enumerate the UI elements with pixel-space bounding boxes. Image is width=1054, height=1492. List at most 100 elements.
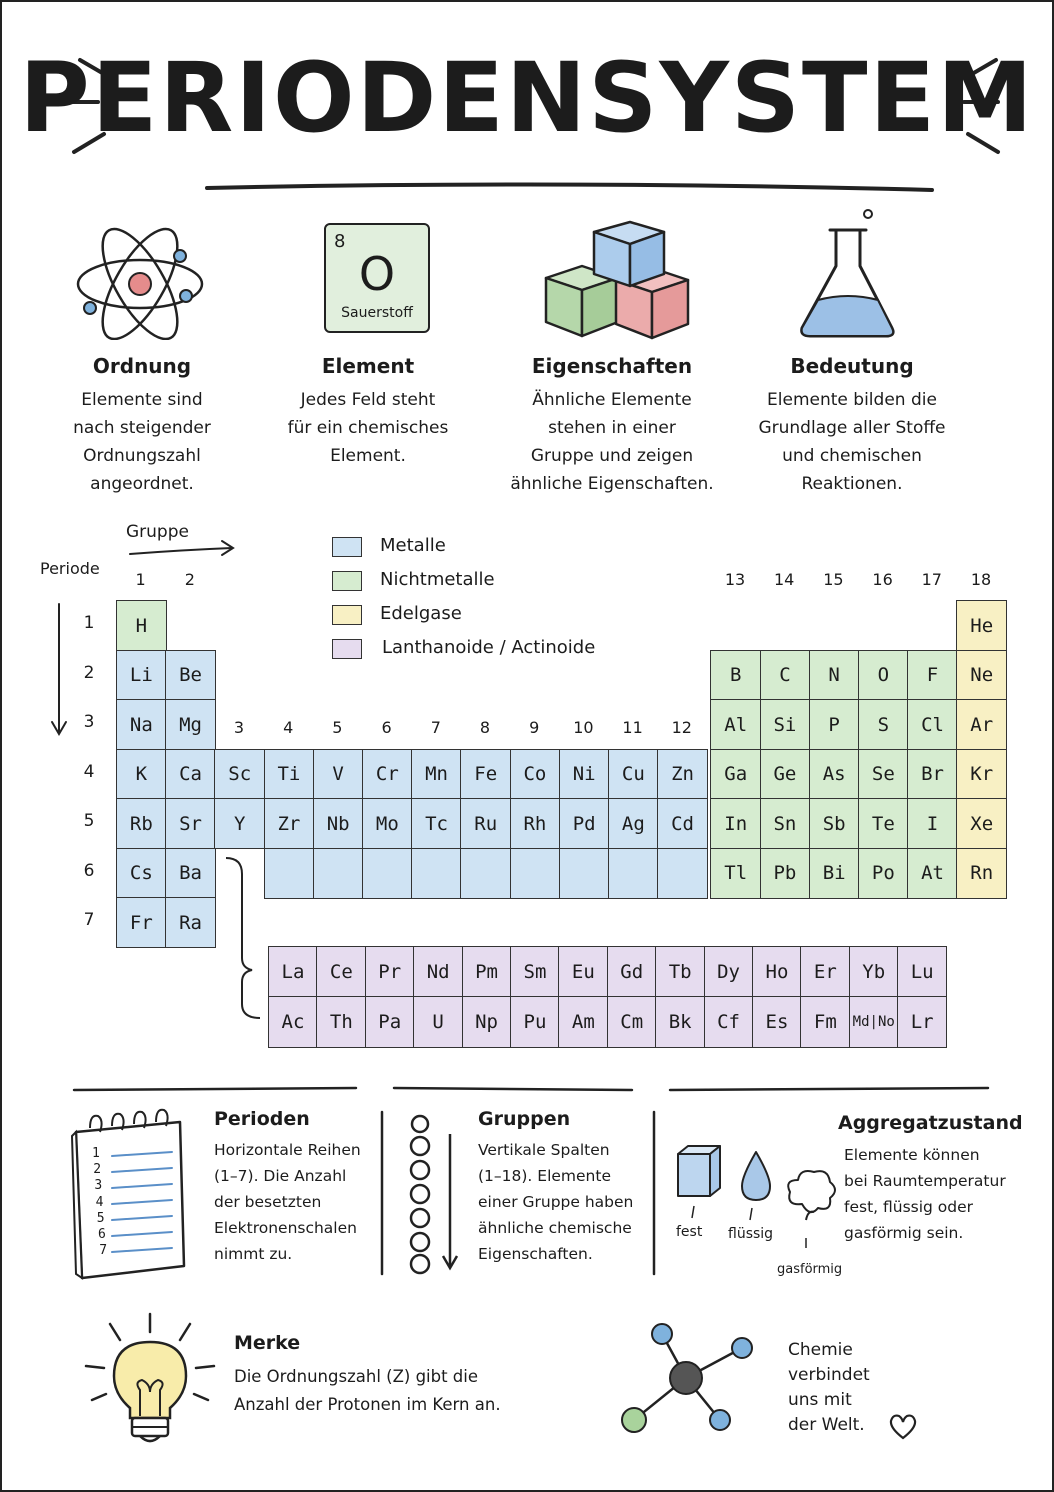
element-cell-sb: Sb bbox=[808, 798, 860, 849]
feature-text-element: Jedes Feld steht für ein chemisches Elem… bbox=[287, 390, 449, 466]
element-cell-n: N bbox=[808, 649, 860, 701]
element-cell-ga: Ga bbox=[710, 748, 762, 800]
legend-label-noble-gases: Edelgase bbox=[380, 603, 462, 624]
group-number: 4 bbox=[283, 718, 294, 737]
element-cell-fe: Fe bbox=[460, 748, 512, 800]
period-number: 2 bbox=[83, 662, 95, 683]
heart-icon bbox=[889, 1414, 917, 1440]
group-number: 14 bbox=[774, 570, 795, 589]
title-decoration bbox=[64, 58, 1000, 192]
element-cell-ru: Ru bbox=[460, 798, 512, 849]
element-cell-ti: Ti bbox=[263, 748, 315, 800]
element-cell-pu: Pu bbox=[510, 996, 560, 1048]
merke-text: Die Ordnungszahl (Z) gibt die Anzahl der… bbox=[234, 1367, 501, 1414]
notebook-number: 3 bbox=[94, 1178, 103, 1194]
element-cell-c: C bbox=[759, 649, 811, 701]
feature-text-ordnung: Elemente sind nach steigender Ordnungsza… bbox=[73, 390, 211, 494]
element-cell-nd: Nd bbox=[413, 946, 464, 998]
element-cell-th: Th bbox=[316, 996, 367, 1048]
column-chain-icon bbox=[409, 1114, 459, 1275]
element-cell-pr: Pr bbox=[364, 946, 415, 998]
element-cell-pm: Pm bbox=[461, 946, 512, 998]
state-liquid-label: flüssig bbox=[728, 1226, 774, 1242]
legend-label-nonmetals: Nichtmetalle bbox=[380, 569, 495, 590]
state-solid-label: fest bbox=[676, 1224, 703, 1240]
element-cell-as: As bbox=[808, 748, 860, 800]
element-cell-k: K bbox=[116, 748, 167, 800]
group-number: 9 bbox=[529, 718, 540, 737]
period-axis-label: Periode bbox=[40, 559, 100, 578]
lanthanide-bracket bbox=[225, 857, 261, 1019]
element-cell-ni: Ni bbox=[558, 748, 610, 800]
element-cell-gd: Gd bbox=[606, 946, 657, 998]
element-cell-po: Po bbox=[858, 847, 909, 899]
group-number: 10 bbox=[573, 718, 594, 737]
element-cell-ge: Ge bbox=[759, 748, 811, 800]
element-cell-np: Np bbox=[461, 996, 512, 1048]
period-number: 3 bbox=[83, 712, 95, 732]
element-cell-fm: Fm bbox=[800, 996, 851, 1048]
element-cell-sn: Sn bbox=[759, 798, 811, 849]
period-number: 1 bbox=[83, 613, 95, 633]
element-cell-pb: Pb bbox=[759, 847, 811, 899]
element-cell-la: La bbox=[268, 946, 318, 998]
group-number: 16 bbox=[872, 570, 893, 589]
perioden-text: Horizontale Reihen (1–7). Die Anzahl der… bbox=[214, 1141, 361, 1263]
group-number: 18 bbox=[970, 570, 992, 589]
element-cell-pd: Pd bbox=[558, 798, 610, 849]
element-cell-ac: Ac bbox=[268, 996, 318, 1048]
gruppen-heading: Gruppen bbox=[478, 1108, 571, 1130]
state-gas-label: gasförmig bbox=[777, 1262, 843, 1277]
element-cell-in: In bbox=[710, 798, 762, 849]
element-cell-sr: Sr bbox=[165, 798, 216, 849]
element-cell-es: Es bbox=[752, 996, 802, 1048]
legend-swatch-lanthanides bbox=[332, 639, 362, 659]
legend-swatch-noble-gases bbox=[332, 605, 362, 625]
element-cell-zn: Zn bbox=[657, 748, 708, 800]
element-cell-be: Be bbox=[165, 649, 216, 701]
feature-heading-element: Element bbox=[321, 354, 415, 378]
element-cell-zr: Zr bbox=[263, 798, 315, 849]
molecule-icon bbox=[621, 1323, 753, 1433]
element-cell-at: At bbox=[907, 847, 958, 899]
element-cell-mn: Mn bbox=[411, 748, 462, 800]
group-axis-label: Gruppe bbox=[126, 522, 189, 542]
element-cell-am: Am bbox=[558, 996, 609, 1048]
element-cell-ra: Ra bbox=[165, 897, 216, 948]
notebook-number: 1 bbox=[92, 1146, 100, 1161]
element-cell-tc: Tc bbox=[411, 798, 462, 849]
element-tile-number: 8 bbox=[334, 231, 346, 252]
element-cell-sc: Sc bbox=[214, 748, 266, 800]
element-cell-co: Co bbox=[509, 748, 561, 800]
element-cell-kr: Kr bbox=[956, 748, 1008, 800]
cubes-icon bbox=[544, 220, 690, 340]
element-cell-mo: Mo bbox=[362, 798, 413, 849]
element-cell-ho: Ho bbox=[752, 946, 802, 998]
element-cell-ag: Ag bbox=[608, 798, 659, 849]
element-cell-empty bbox=[657, 847, 708, 899]
element-cell-b: B bbox=[710, 649, 762, 701]
element-cell-ba: Ba bbox=[165, 847, 216, 899]
element-cell-empty bbox=[460, 847, 512, 899]
legend-label-lanthanides: Lanthanoide / Actinoide bbox=[382, 637, 596, 658]
element-cell-si: Si bbox=[759, 699, 811, 750]
lightbulb-icon bbox=[84, 1312, 216, 1443]
period-number: 4 bbox=[83, 761, 95, 782]
element-cell-cr: Cr bbox=[362, 748, 413, 800]
feature-heading-bedeutung: Bedeutung bbox=[790, 354, 914, 378]
element-cell-nb: Nb bbox=[312, 798, 364, 849]
aggregat-text: Elemente können bei Raumtemperatur fest,… bbox=[844, 1146, 1006, 1242]
flask-icon bbox=[800, 209, 895, 338]
element-cell-bk: Bk bbox=[655, 996, 706, 1048]
element-cell-te: Te bbox=[858, 798, 909, 849]
group-number: 7 bbox=[430, 718, 441, 737]
closing-text: Chemie verbindet uns mit der Welt. bbox=[788, 1340, 870, 1435]
group-number: 3 bbox=[233, 718, 245, 737]
feature-text-eigenschaften: Ähnliche Elemente stehen in einer Gruppe… bbox=[510, 390, 714, 494]
atom-icon bbox=[76, 227, 204, 340]
element-cell-rh: Rh bbox=[509, 798, 561, 849]
element-cell-xe: Xe bbox=[956, 798, 1008, 849]
group-number: 8 bbox=[479, 718, 491, 737]
